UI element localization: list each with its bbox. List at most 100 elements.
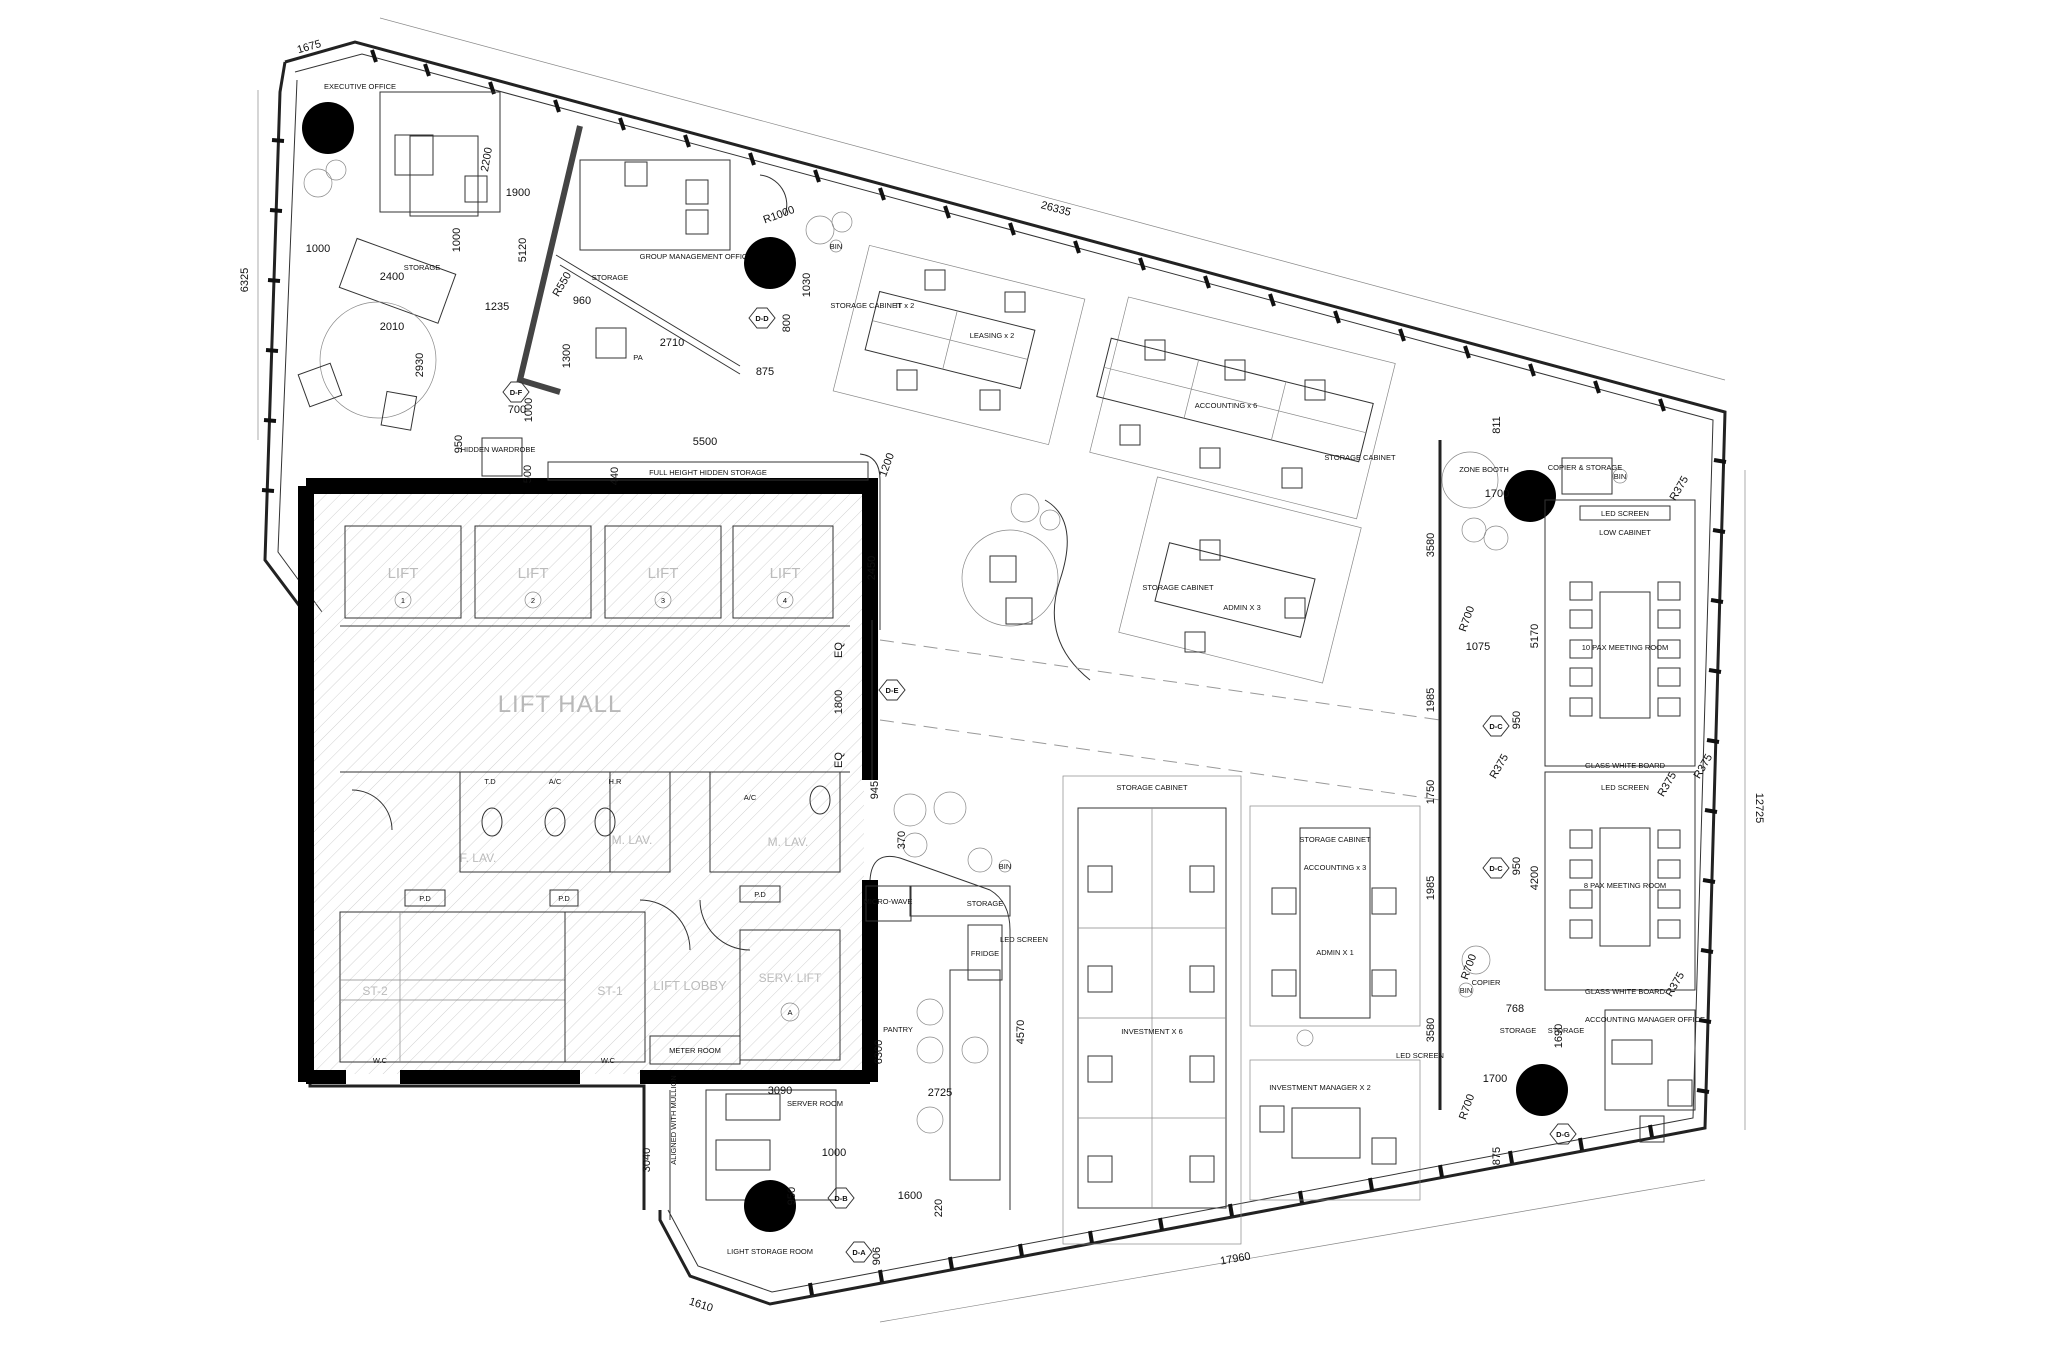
investment-manager-label: INVESTMENT MANAGER X 2 [1269,1083,1371,1092]
meeting-10-label: 10 PAX MEETING ROOM [1582,643,1669,652]
m-lav-label-1: M. LAV. [612,833,653,847]
building-core: LIFT 1 LIFT 2 LIFT 3 LIFT 4 LIFT HALL T.… [298,478,878,1084]
hr-label: H.R [609,777,623,786]
storage-cabinet-right-label: STORAGE CABINET [1324,453,1396,462]
svg-text:D-G: D-G [1556,1130,1570,1139]
dim-r1000: R1000 [762,204,797,226]
pd-label-2: P.D [558,894,570,903]
stair-1: ST-1 W.C [564,911,646,1065]
dim-700: 700 [508,404,526,416]
dim-1900: 1900 [506,187,530,199]
zone-booth-label: ZONE BOOTH [1459,465,1509,474]
lift-car-2: LIFT 2 [474,525,592,619]
storage-label-a: STORAGE [404,263,441,272]
dim-1075: 1075 [1466,641,1490,653]
dim-1750: 1750 [1425,780,1437,804]
light-storage: LIGHT STORAGE ROOM ALIGNED WITH MULLION [669,1075,813,1256]
lift-3-label: LIFT [648,565,679,582]
dim-1985b: 1985 [1425,876,1437,900]
full-height-storage-label: FULL HEIGHT HIDDEN STORAGE [649,468,767,477]
dim-2710: 2710 [660,337,684,349]
dim-1690: 1690 [1553,1024,1565,1048]
meter-room-label: METER ROOM [669,1046,721,1055]
copier-storage-label: COPIER & STORAGE [1548,463,1622,472]
dim-1700b: 1700 [1483,1073,1507,1085]
dim-6300: 6300 [873,1040,885,1064]
dim-1030: 1030 [801,273,813,297]
bin-label-4: BIN [1460,986,1473,995]
column [744,237,796,289]
bin-label-1: BIN [830,242,843,251]
door-tag-dd: D-D [748,307,776,329]
column [1504,470,1556,522]
dim-5120: 5120 [517,238,529,262]
server-room-label: SERVER ROOM [787,1099,843,1108]
accounting-6-label: ACCOUNTING x 6 [1195,401,1258,410]
dim-4200: 4200 [1529,866,1541,890]
dim-2200: 2200 [479,146,495,172]
dim-950d: 950 [786,1187,798,1205]
dim-2400: 2400 [380,271,404,283]
led-screen-pantry-label: LED SCREEN [1000,935,1048,944]
dim-12725: 12725 [1753,793,1765,824]
executive-zone: EXECUTIVE OFFICE STORAGE STORAGE GROUP M… [297,82,853,431]
dim-950a: 950 [453,435,465,453]
dim-2930: 2930 [414,353,426,377]
svg-text:D-C: D-C [1489,722,1503,731]
dim-r375d: R375 [1656,770,1680,799]
bin-label-3: BIN [1614,472,1627,481]
glass-board-2-label: GLASS WHITE BOARD [1585,987,1666,996]
dim-1700a: 1700 [1485,488,1509,500]
fridge-label: FRIDGE [971,949,999,958]
dim-811: 811 [1491,416,1503,434]
column [1516,1064,1568,1116]
m-lav-label-2: M. LAV. [768,835,809,849]
dim-3580a: 3580 [1425,533,1437,557]
dim-r375b: R375 [1488,752,1512,781]
dim-r375a: R375 [1668,474,1692,503]
dim-3090: 3090 [768,1085,792,1097]
group-mgmt-label: GROUP MANAGEMENT OFFICE [640,252,753,261]
svg-text:D-C: D-C [1489,864,1503,873]
lift-1-number: 1 [401,596,405,605]
dim-2010: 2010 [380,321,404,333]
dim-17960: 17960 [1219,1250,1251,1267]
lift-hall-label: LIFT HALL [498,691,623,718]
mullion-ticks [261,49,1727,1296]
dim-eq-1: EQ [833,642,845,658]
storage-cabinet-invest-label: STORAGE CABINET [1116,783,1188,792]
door-tag-dc1: D-C [1482,715,1510,737]
dim-1200: 1200 [877,451,897,478]
workstation-cluster-it-leasing: IT x 2 LEASING x 2 STORAGE CABINET [830,244,1086,446]
led-screen-2-label: LED SCREEN [1601,783,1649,792]
dim-875a: 875 [756,366,774,378]
workstation-cluster-accounting-6: ACCOUNTING x 6 STORAGE CABINET [1089,296,1396,520]
svg-text:D-F: D-F [510,388,523,397]
column [744,1180,796,1232]
dim-875b: 875 [1491,1147,1503,1165]
bin-label-2: BIN [999,862,1012,871]
pa-label: PA [633,353,642,362]
dim-1000d: 1000 [523,398,535,422]
lift-car-4: LIFT 4 [732,525,834,619]
door-tag-db: D-B [827,1187,855,1209]
dim-5170: 5170 [1529,624,1541,648]
st-2-label: ST-2 [362,984,388,998]
dim-3040: 3040 [641,1148,653,1172]
storage-label-b: STORAGE [592,273,629,282]
workstation-cluster-investment-6: STORAGE CABINET INVESTMENT X 6 [1062,775,1242,1245]
door-tag-de: D-E [878,679,906,701]
low-cabinet-label: LOW CABINET [1599,528,1651,537]
storage-cabinets-admin-label: STORAGE CABINET [1142,583,1214,592]
dim-r700c: R700 [1457,1093,1477,1122]
leasing-label: LEASING x 2 [970,331,1015,340]
led-screen-1-label: LED SCREEN [1601,509,1649,518]
lift-4-number: 4 [783,596,787,605]
serv-lift-label: SERV. LIFT [759,971,822,985]
lift-2-label: LIFT [518,565,549,582]
hidden-storage-strip: HIDDEN WARDROBE FULL HEIGHT HIDDEN STORA… [461,437,1011,1210]
dim-950c: 950 [1511,857,1523,875]
workstation-cluster-admin-3: STORAGE CABINET ADMIN X 3 [1118,476,1362,684]
dim-1000c: 1000 [822,1147,846,1159]
